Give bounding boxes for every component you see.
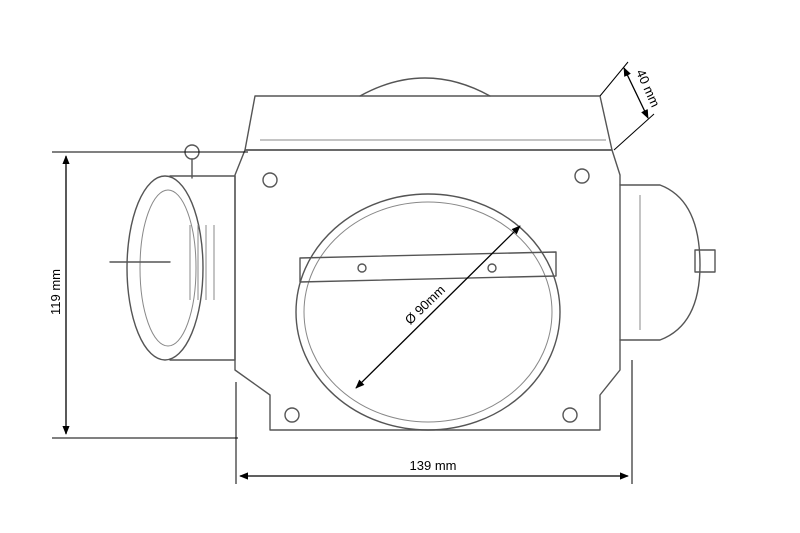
- throttle-pulley: [126, 175, 204, 361]
- bolt-bottom-left: [284, 407, 300, 423]
- bolt-bottom-right: [562, 407, 578, 423]
- throttle-shaft: [299, 251, 557, 283]
- main-plate: [234, 149, 621, 431]
- bore-dimension: Ø 90mm: [355, 225, 521, 389]
- depth-label: 40 mm: [633, 67, 663, 109]
- width-dimension: 139 mm: [235, 360, 633, 484]
- position-sensor: [619, 184, 701, 341]
- height-label: 119 mm: [48, 269, 63, 315]
- pulley-housing: [169, 175, 236, 361]
- bore: [295, 193, 561, 431]
- width-label: 139 mm: [410, 458, 457, 473]
- throttle-body: [109, 77, 716, 431]
- top-dome: [359, 77, 491, 97]
- bolt-top-right: [574, 168, 590, 184]
- return-spring: [189, 225, 215, 300]
- top-flange: [244, 95, 613, 151]
- height-dimension: 119 mm: [48, 151, 248, 439]
- sensor-shaft: [694, 249, 716, 273]
- bolt-top-left: [262, 172, 278, 188]
